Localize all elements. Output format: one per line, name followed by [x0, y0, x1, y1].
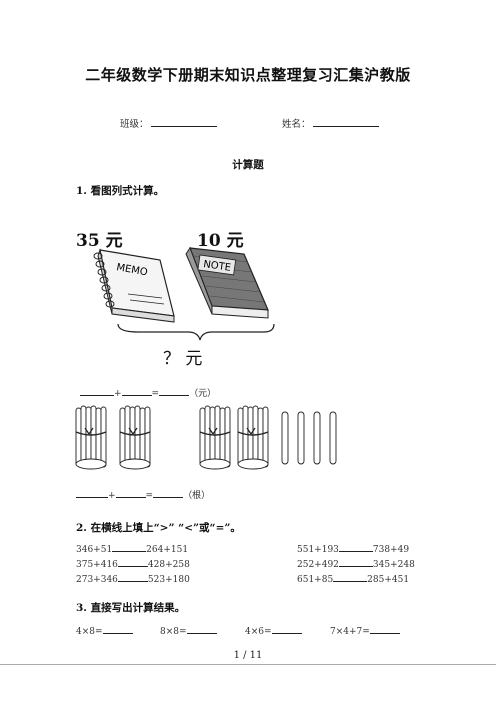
equation-yuan: + = （元） — [80, 386, 216, 399]
q3-heading: 3. 直接写出计算结果。 — [76, 602, 186, 614]
compare-left: 375+416 — [76, 560, 118, 570]
compare-row: 273+346 523+180 — [76, 572, 190, 585]
notebooks-illustration: MEMO NOTE — [93, 246, 275, 341]
eq2-unit: （根） — [183, 491, 211, 501]
class-label: 班级： — [120, 119, 149, 130]
stick-bundle — [119, 405, 151, 470]
compare-blank[interactable] — [333, 572, 368, 582]
calc-expression: 4×8= — [76, 627, 103, 637]
eq1-blank-c[interactable] — [159, 386, 190, 396]
calc-item: 4×6= — [245, 624, 302, 637]
note-price: 10 元 — [197, 231, 244, 251]
calc-item: 7×4+7= — [330, 624, 400, 637]
eq2-equals: = — [145, 491, 154, 501]
name-field: 姓名： — [282, 116, 379, 130]
compare-blank[interactable] — [117, 557, 148, 567]
calc-item: 8×8= — [160, 624, 217, 637]
compare-right2: 285+451 — [367, 575, 410, 585]
compare-row: 375+416 428+258 — [76, 557, 190, 570]
q1-heading: 1. 看图列式计算。 — [76, 185, 165, 197]
compare-right2: 345+248 — [372, 560, 415, 570]
compare-right: 651+85 — [297, 575, 334, 585]
compare-left2: 264+151 — [146, 545, 189, 555]
equation-sticks: + = （根） — [76, 488, 210, 501]
eq2-blank-b[interactable] — [115, 488, 146, 498]
compare-row: 551+193 738+49 — [297, 542, 409, 555]
calc-blank[interactable] — [369, 624, 400, 634]
calc-expression: 4×6= — [245, 627, 272, 637]
name-blank[interactable] — [312, 117, 379, 127]
compare-right: 252+492 — [297, 560, 339, 570]
name-label: 姓名： — [282, 119, 311, 130]
compare-blank[interactable] — [338, 542, 373, 552]
compare-row: 651+85 285+451 — [297, 572, 409, 585]
page-number: 1 / 11 — [233, 650, 263, 661]
eq1-unit: （元） — [189, 389, 217, 399]
compare-right2: 738+49 — [372, 545, 410, 555]
compare-right: 551+193 — [297, 545, 339, 555]
stick-bundle — [237, 405, 269, 470]
calc-expression: 7×4+7= — [330, 627, 370, 637]
eq1-blank-b[interactable] — [121, 386, 152, 396]
calc-blank[interactable] — [186, 624, 217, 634]
compare-blank[interactable] — [338, 557, 373, 567]
calc-blank[interactable] — [271, 624, 302, 634]
compare-blank[interactable] — [112, 542, 147, 552]
compare-left2: 523+180 — [147, 575, 190, 585]
eq2-plus: + — [108, 491, 116, 501]
class-blank[interactable] — [150, 117, 217, 127]
compare-left2: 428+258 — [147, 560, 190, 570]
memo-notebook: MEMO — [93, 248, 175, 323]
memo-price: 35 元 — [76, 231, 123, 251]
compare-row: 252+492 345+248 — [297, 557, 415, 570]
sticks-illustration — [75, 405, 337, 470]
total-price: ？ 元 — [163, 349, 203, 369]
compare-left: 346+51 — [76, 545, 113, 555]
memo-cover-text: MEMO — [115, 262, 148, 278]
compare-blank[interactable] — [117, 572, 148, 582]
class-field: 班级： — [120, 116, 217, 130]
compare-left: 273+346 — [76, 575, 118, 585]
calc-item: 4×8= — [76, 624, 133, 637]
eq2-blank-c[interactable] — [153, 488, 184, 498]
eq1-plus: + — [114, 389, 122, 399]
single-stick — [281, 411, 289, 465]
compare-row: 346+51 264+151 — [76, 542, 188, 555]
section-title: 计算题 — [232, 159, 264, 171]
document-title: 二年级数学下册期末知识点整理复习汇集沪教版 — [85, 66, 411, 84]
note-cover-text: NOTE — [203, 259, 232, 274]
total-brace — [117, 323, 275, 341]
stick-bundle — [199, 405, 231, 470]
single-stick — [297, 411, 305, 465]
footer-divider — [0, 664, 496, 665]
note-notebook: NOTE — [185, 246, 269, 319]
calc-blank[interactable] — [102, 624, 133, 634]
single-stick — [313, 411, 321, 465]
eq2-blank-a[interactable] — [76, 488, 108, 498]
calc-expression: 8×8= — [160, 627, 187, 637]
eq1-blank-a[interactable] — [80, 386, 114, 396]
stick-bundle — [75, 405, 107, 470]
q2-heading: 2. 在横线上填上“>” “<”或“=”。 — [76, 522, 241, 534]
single-stick — [329, 411, 337, 465]
eq1-equals: = — [151, 389, 160, 399]
